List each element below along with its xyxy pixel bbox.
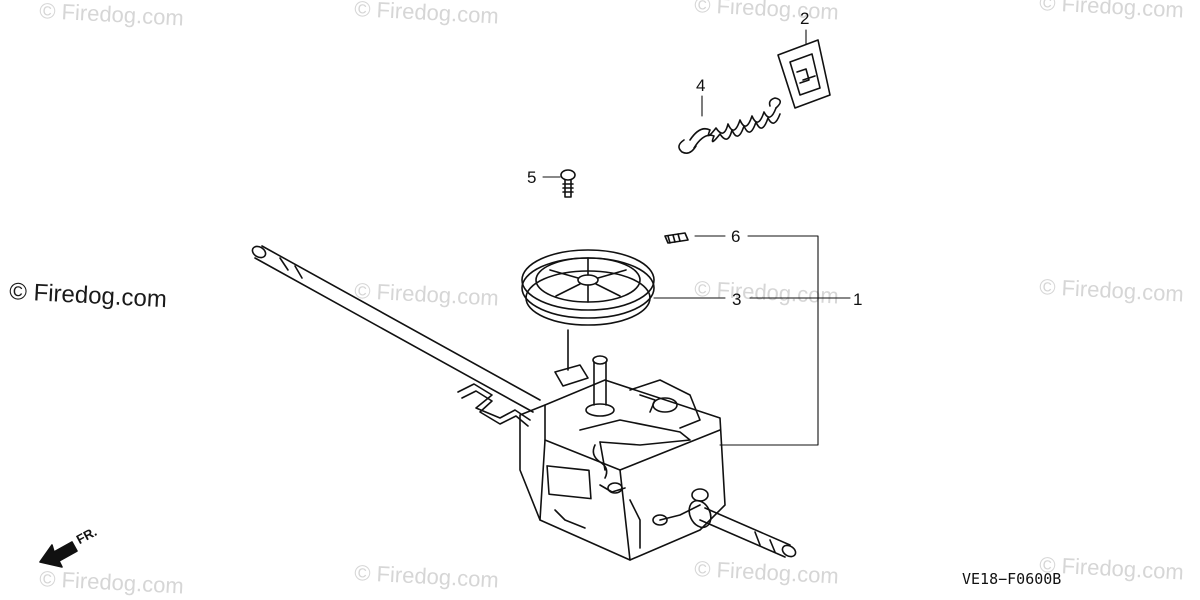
callout-2: 2 [800, 9, 810, 28]
callout-5: 5 [527, 168, 537, 187]
drive-pulley [521, 249, 655, 371]
axle-shaft-right [688, 499, 797, 558]
input-shaft [579, 355, 691, 479]
screw [560, 169, 576, 198]
transmission-housing [519, 364, 726, 561]
retaining-clip [777, 39, 831, 109]
callout-6: 6 [731, 227, 741, 246]
arrow-front-icon [39, 541, 78, 568]
callout-4: 4 [696, 76, 706, 95]
callout-3: 3 [732, 290, 742, 309]
callout-1: 1 [853, 290, 863, 309]
leader-lines [542, 29, 851, 446]
key-pin [664, 232, 689, 244]
shift-rod [457, 383, 531, 421]
axle-shaft-left [251, 245, 541, 413]
diagram-code: VE18−F0600B [962, 570, 1062, 588]
return-spring [678, 97, 782, 154]
